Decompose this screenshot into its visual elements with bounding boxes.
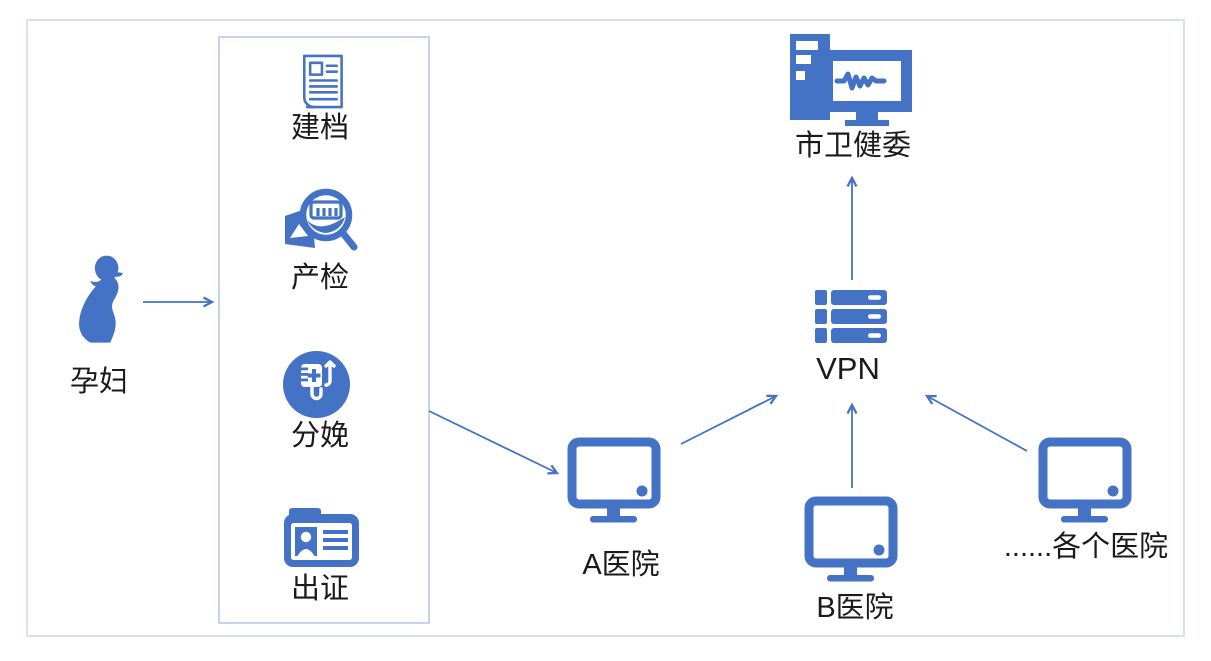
- step-label: 建档: [290, 112, 350, 144]
- various-hospitals-label: ......各个医院: [1003, 531, 1169, 563]
- server-stack-icon: [815, 290, 887, 344]
- iv-drip-circle-icon: [283, 351, 350, 418]
- monitor-icon: [803, 496, 899, 582]
- outer-frame: [26, 19, 1185, 637]
- step-label: 出证: [290, 573, 350, 605]
- monitor-icon: [566, 437, 662, 523]
- hospital-a-label: A医院: [582, 549, 660, 581]
- monitor-icon: [1037, 437, 1133, 523]
- step-label: 分娩: [290, 420, 350, 452]
- workstation-icon: [790, 34, 914, 126]
- authority-label: 市卫健委: [794, 130, 912, 162]
- newspaper-icon: [293, 53, 345, 110]
- vpn-label: VPN: [816, 351, 880, 386]
- prenatal-exam-magnifier-icon: [283, 186, 359, 256]
- hospital-b-label: B医院: [816, 592, 894, 624]
- pregnant-woman-icon: [74, 252, 132, 348]
- actor-label: 孕妇: [69, 366, 129, 398]
- id-card-icon: [283, 508, 360, 568]
- step-label: 产检: [290, 262, 350, 294]
